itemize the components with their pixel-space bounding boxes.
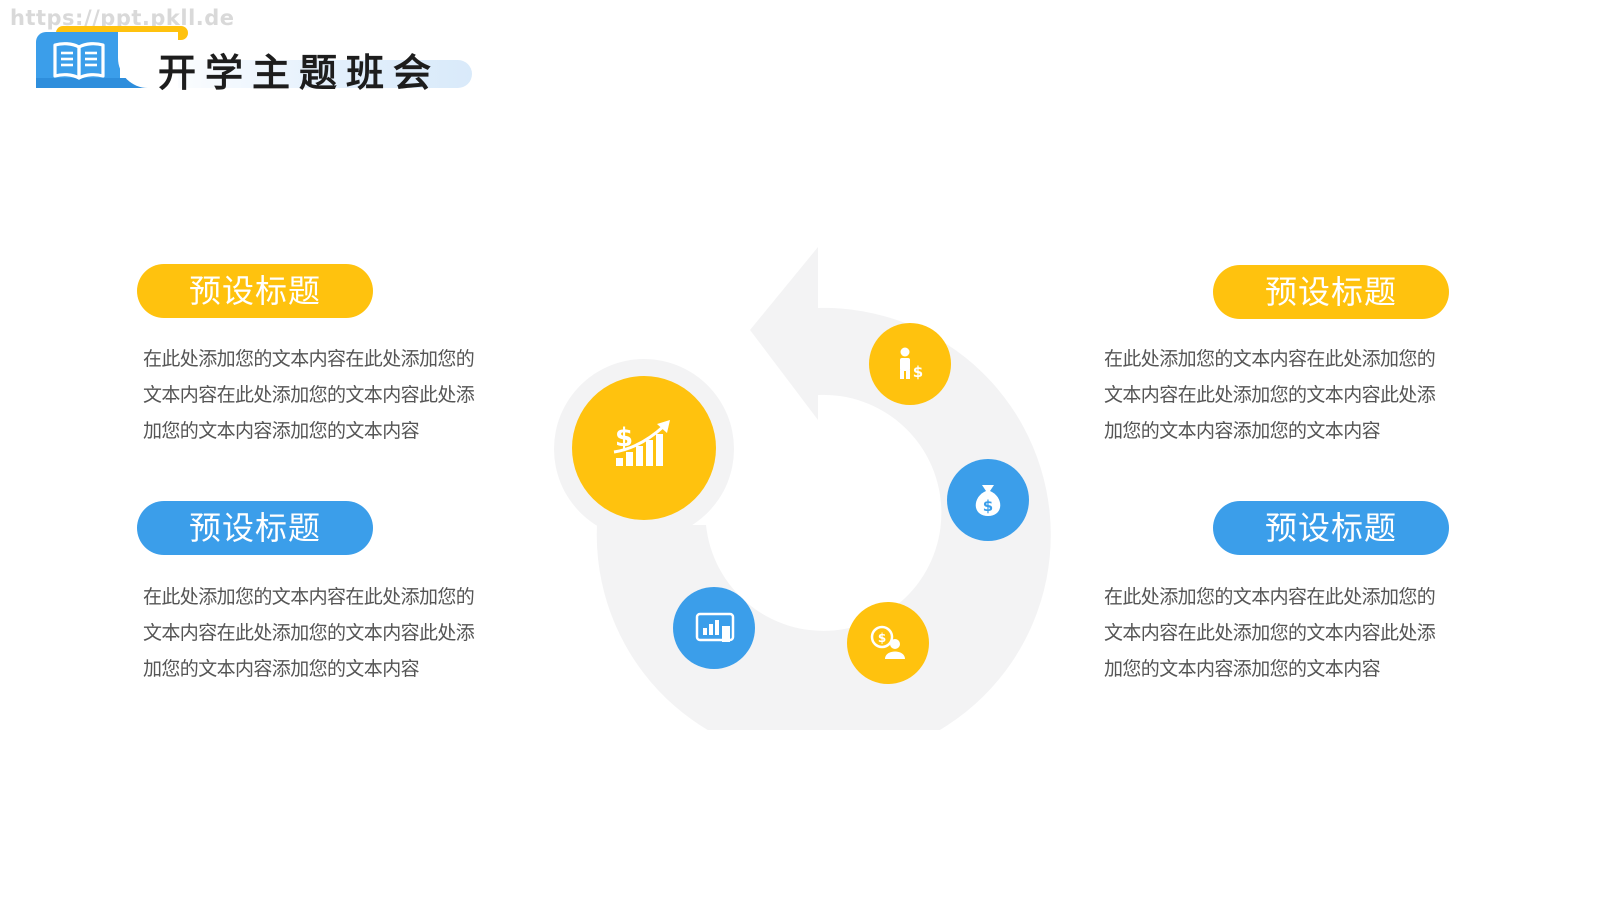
open-book-icon — [53, 42, 105, 80]
header-tile-cut — [118, 32, 178, 88]
cycle-arrow-head — [750, 247, 818, 420]
section-4-title-pill: 预设标题 — [1213, 501, 1449, 555]
coin-person-icon: $ — [847, 602, 929, 684]
section-4-body: 在此处添加您的文本内容在此处添加您的文本内容在此处添加您的文本内容此处添加您的文… — [1104, 586, 1436, 680]
tablet-chart-icon — [673, 587, 755, 669]
slide-header: 开学主题班会 — [0, 0, 500, 100]
businessman-dollar-icon: $ — [869, 323, 951, 405]
cycle-diagram: $ $ $ $ — [554, 247, 1051, 730]
money-bag-icon: $ — [947, 459, 1029, 541]
slide-title: 开学主题班会 — [158, 51, 441, 95]
section-3-title-pill: 预设标题 — [1213, 265, 1449, 319]
section-3-body: 在此处添加您的文本内容在此处添加您的文本内容在此处添加您的文本内容此处添加您的文… — [1104, 348, 1436, 442]
header-tile-shadow — [36, 78, 156, 88]
growth-chart-icon: $ — [572, 376, 716, 520]
section-1-body: 在此处添加您的文本内容在此处添加您的文本内容在此处添加您的文本内容此处添加您的文… — [143, 348, 475, 442]
svg-text:$: $ — [615, 423, 633, 453]
svg-text:$: $ — [983, 497, 993, 515]
section-2-title-pill: 预设标题 — [137, 501, 373, 555]
section-2-body: 在此处添加您的文本内容在此处添加您的文本内容在此处添加您的文本内容此处添加您的文… — [143, 586, 475, 680]
header-accent-bar — [150, 60, 472, 88]
svg-text:$: $ — [913, 363, 923, 381]
section-1-title-pill: 预设标题 — [137, 264, 373, 318]
svg-text:$: $ — [878, 631, 886, 645]
